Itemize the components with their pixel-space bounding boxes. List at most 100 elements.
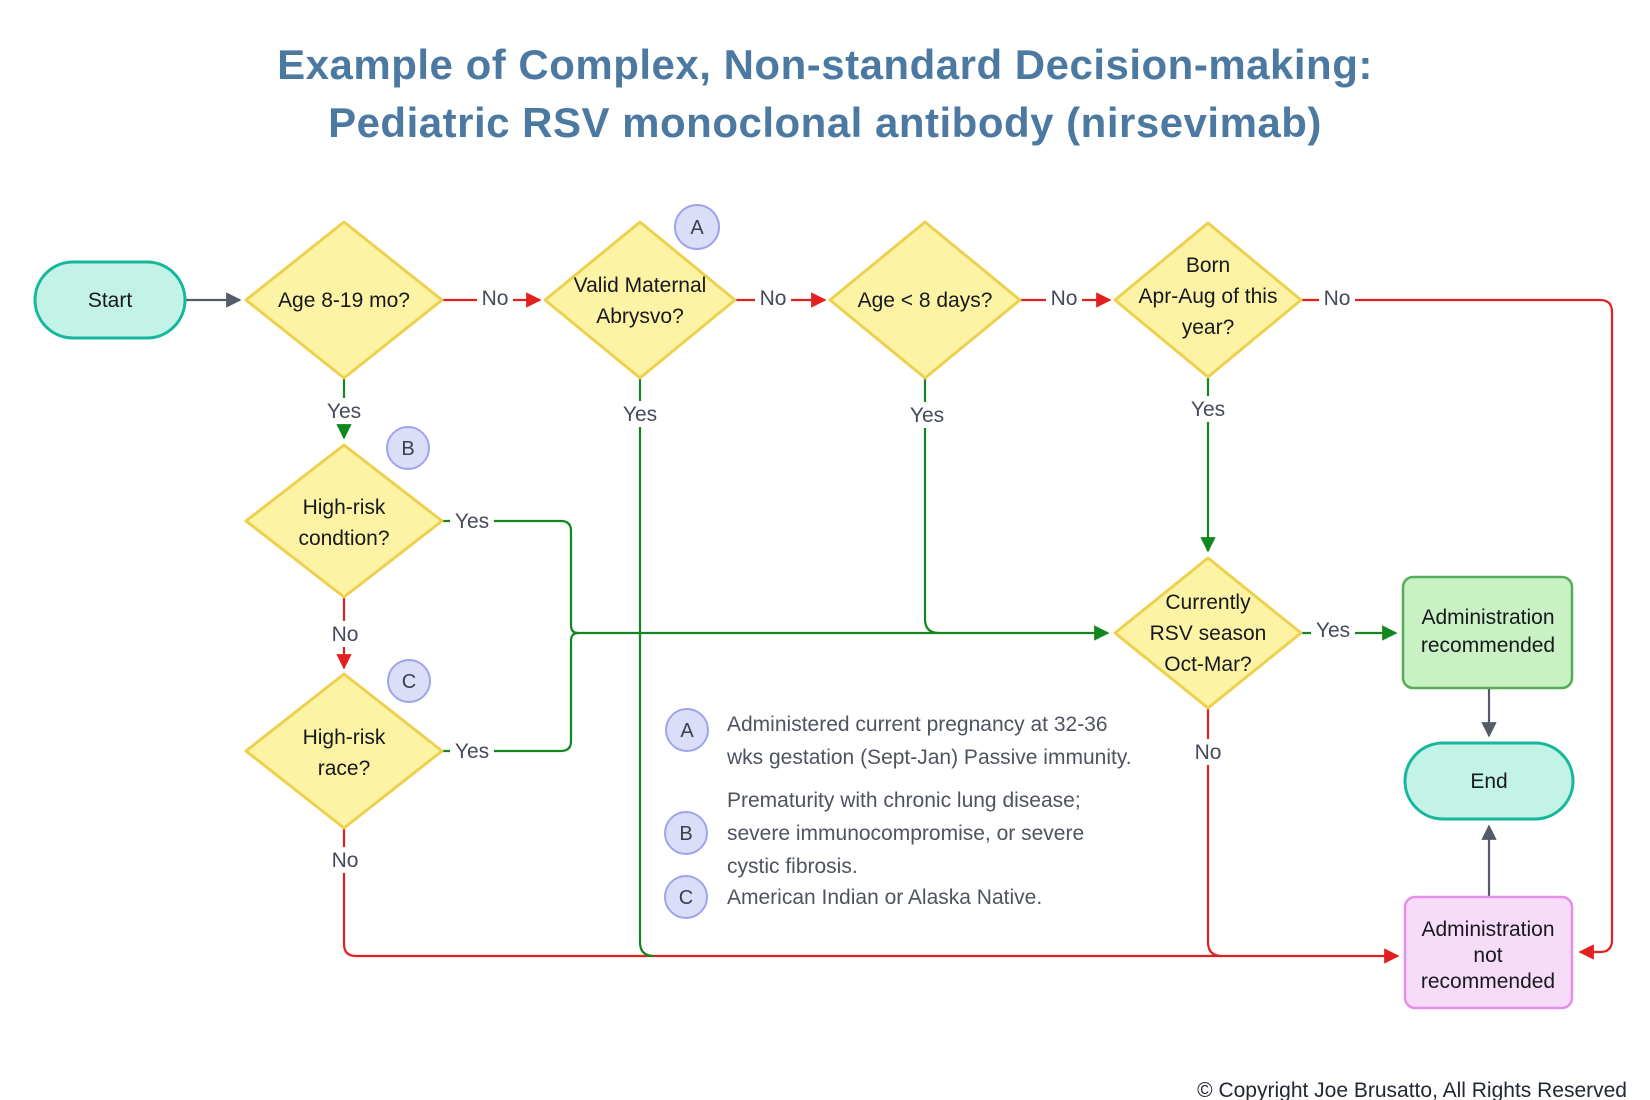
edge-label-age-yes: Yes [322, 398, 366, 424]
node-age-8-19: Age 8-19 mo? [244, 220, 444, 380]
edge-label-age8-yes: Yes [905, 402, 949, 428]
edge-race-yes [442, 631, 579, 753]
edge-label-race-yes: Yes [450, 738, 494, 764]
label-bg [1186, 396, 1230, 422]
edge-label-condition-yes: Yes [450, 508, 494, 534]
legend-b-line1: Prematurity with chronic lung disease; [727, 789, 1081, 812]
edge-label-text: No [760, 287, 787, 310]
edge-born-no [1301, 298, 1614, 960]
end-label: End [1470, 770, 1507, 793]
label-bg [1319, 285, 1355, 311]
recommended-box [1401, 575, 1574, 690]
legend-badge-b-marker [664, 811, 708, 855]
label-bg [1046, 285, 1082, 311]
edge-label-age-no: No [477, 285, 513, 311]
abrysvo-label-line1: Valid Maternal [574, 274, 707, 297]
edge-label-condition-no: No [327, 621, 363, 647]
label-bg [450, 508, 494, 534]
legend-badge-c-text: C [679, 887, 693, 909]
label-bg [450, 738, 494, 764]
legend-item-b: B Prematurity with chronic lung disease;… [664, 789, 1084, 878]
legend: A Administered current pregnancy at 32-3… [664, 708, 1132, 919]
age-label: Age 8-19 mo? [278, 289, 410, 312]
edge-label-text: No [332, 623, 359, 646]
legend-badge-a-marker [665, 708, 709, 752]
race-diamond [244, 672, 444, 830]
legend-badge-b-text: B [679, 823, 692, 845]
edge-label-born-no: No [1319, 285, 1355, 311]
race-label-line2: race? [318, 757, 371, 780]
start-label: Start [88, 289, 133, 312]
condition-label-line2: condtion? [298, 527, 389, 550]
legend-badge-c-marker [664, 875, 708, 919]
edge-label-race-no: No [327, 847, 363, 873]
node-administration-recommended: Administration recommended [1401, 575, 1574, 690]
edge-label-age8-no: No [1046, 285, 1082, 311]
page-title-line2: Pediatric RSV monoclonal antibody (nirse… [328, 99, 1322, 146]
legend-badge-a-text: A [680, 720, 694, 742]
edge-label-text: Yes [327, 400, 361, 423]
node-age-under-8-days: Age < 8 days? [828, 220, 1022, 380]
node-born-apr-aug: Born Apr-Aug of this year? [1113, 221, 1303, 379]
edge-race-no [342, 828, 1400, 964]
edge-label-text: Yes [455, 740, 489, 763]
age8-diamond [828, 220, 1022, 380]
legend-b-line2: severe immunocompromise, or severe [727, 822, 1084, 845]
edge-season-no [1206, 708, 1223, 958]
season-label-line3: Oct-Mar? [1164, 653, 1252, 676]
label-bg [477, 285, 513, 311]
legend-item-c: C American Indian or Alaska Native. [664, 875, 1042, 919]
label-bg [327, 847, 363, 873]
start-pill [33, 260, 187, 340]
badge-c-text: C [402, 671, 416, 693]
edge-label-text: No [332, 849, 359, 872]
edge-label-text: Yes [455, 510, 489, 533]
node-high-risk-race: High-risk race? C [244, 659, 444, 830]
not-recommended-box [1403, 895, 1574, 1010]
label-bg [327, 621, 363, 647]
label-bg [1190, 739, 1226, 765]
legend-a-line2: wks gestation (Sept-Jan) Passive immunit… [726, 746, 1132, 769]
badge-b-marker [386, 426, 430, 470]
copyright-notice: © Copyright Joe Brusatto, All Rights Res… [1197, 1079, 1627, 1100]
edge-label-text: No [1324, 287, 1351, 310]
season-label-line2: RSV season [1150, 622, 1267, 645]
legend-item-a: A Administered current pregnancy at 32-3… [665, 708, 1132, 769]
node-rsv-season: Currently RSV season Oct-Mar? [1113, 556, 1303, 710]
edge-label-text: No [1195, 741, 1222, 764]
race-label-line1: High-risk [303, 726, 386, 749]
born-label-line3: year? [1182, 316, 1235, 339]
edge-label-season-yes: Yes [1311, 617, 1355, 643]
age-diamond [244, 220, 444, 380]
edge-label-text: Yes [910, 404, 944, 427]
edge-label-abrysvo-yes: Yes [618, 401, 662, 427]
recommended-label-line1: Administration [1421, 606, 1554, 629]
season-label-line1: Currently [1165, 591, 1251, 614]
end-pill [1403, 741, 1575, 821]
edge-label-season-no: No [1190, 739, 1226, 765]
badge-c-marker [387, 659, 431, 703]
not-recommended-label-line3: recommended [1421, 970, 1555, 993]
born-label-line1: Born [1186, 254, 1230, 277]
label-bg [755, 285, 791, 311]
node-end: End [1403, 741, 1575, 821]
edge-label-text: Yes [1316, 619, 1350, 642]
label-bg [322, 398, 366, 424]
edge-label-born-yes: Yes [1186, 396, 1230, 422]
badge-a-text: A [690, 217, 704, 239]
legend-c-line1: American Indian or Alaska Native. [727, 886, 1042, 909]
abrysvo-diamond [543, 220, 737, 380]
abrysvo-label-line2: Abrysvo? [596, 305, 684, 328]
node-start: Start [33, 260, 187, 340]
node-valid-abrysvo: Valid Maternal Abrysvo? A [543, 204, 737, 380]
edge-label-text: No [1051, 287, 1078, 310]
born-diamond [1113, 221, 1303, 379]
label-bg [905, 402, 949, 428]
recommended-label-line2: recommended [1421, 634, 1555, 657]
condition-diamond [244, 443, 444, 599]
edge-condition-yes [442, 519, 579, 635]
edge-label-text: No [482, 287, 509, 310]
badge-a-marker [674, 204, 720, 250]
